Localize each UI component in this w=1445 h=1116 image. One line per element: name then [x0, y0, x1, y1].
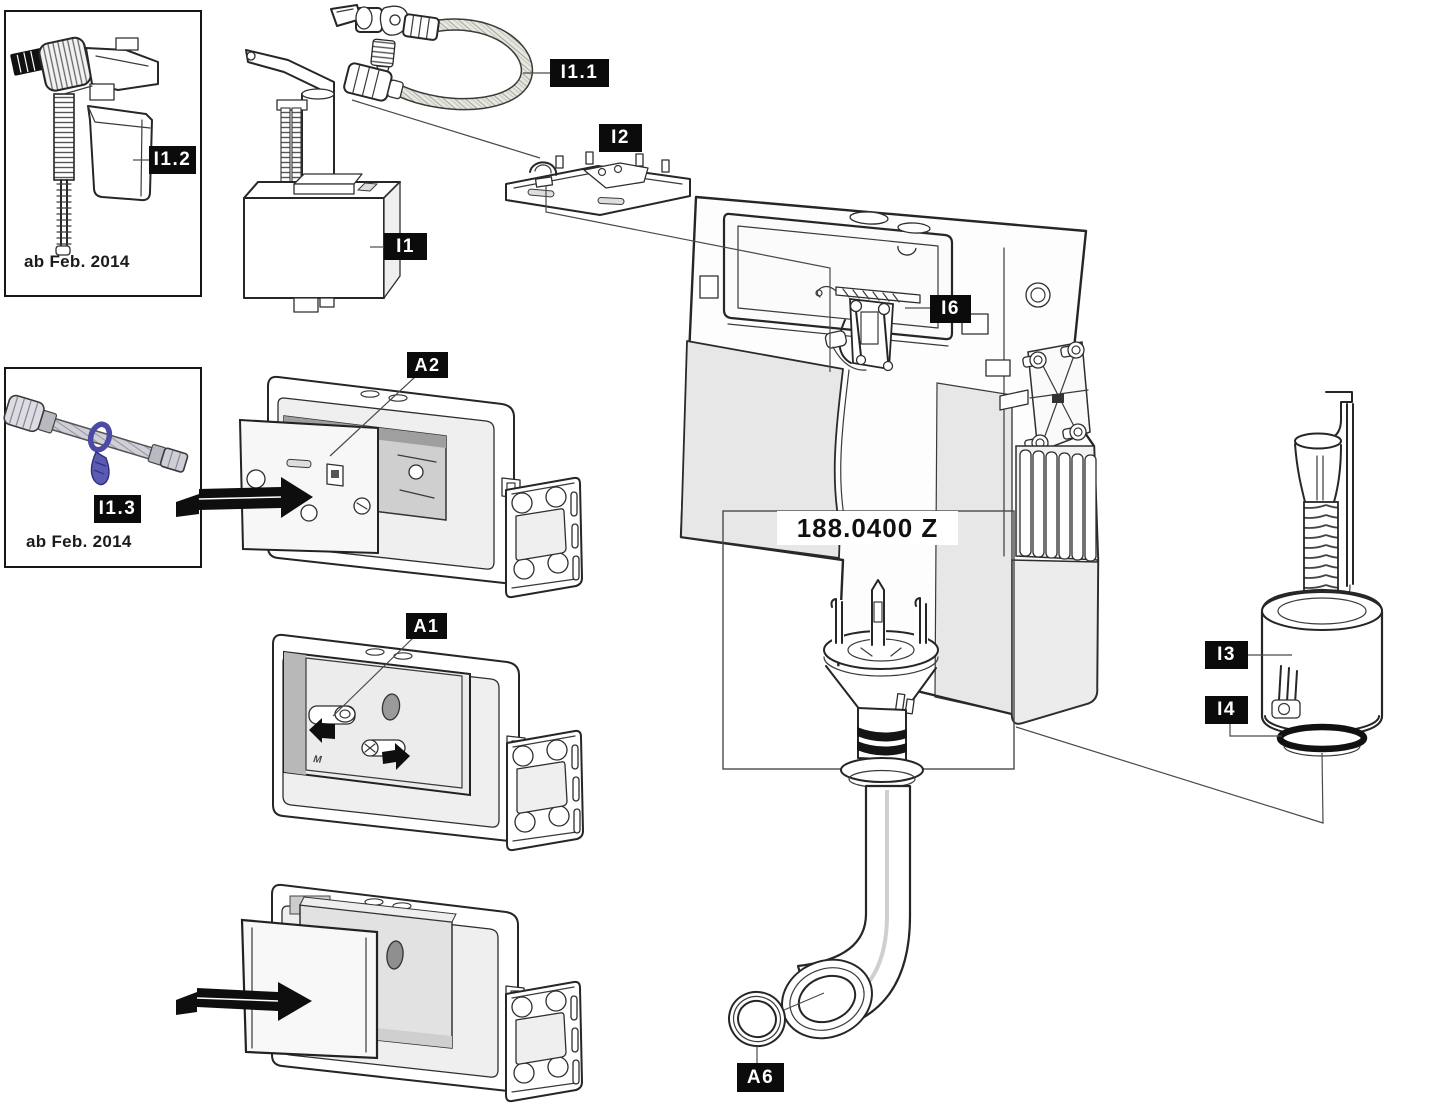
inlet-hose-i13-art [3, 394, 189, 486]
date-note-hose: ab Feb. 2014 [26, 532, 132, 551]
fill-valve-i1-art [243, 4, 534, 313]
flush-lever-i6-art [815, 285, 921, 372]
part-badge-i2: I2 [599, 124, 642, 152]
part-badge-i1-2: I1.2 [149, 146, 196, 174]
part-badge-i4: I4 [1205, 696, 1248, 724]
cistern-art [679, 195, 1100, 725]
fill-valve-i12-art [10, 36, 159, 256]
flush-valve-i3-art [1260, 391, 1384, 757]
molded-mark-m: M [313, 754, 323, 766]
wall-unit-a2-art [176, 375, 583, 599]
part-badge-i6: I6 [930, 295, 971, 323]
arrow-right-icon [382, 743, 410, 770]
flush-pipe-art [781, 579, 939, 1040]
arrow-left-icon [309, 718, 335, 743]
wall-unit-a1-art: M [272, 633, 584, 852]
part-badge-a2: A2 [407, 352, 448, 378]
cover-plate-art [240, 918, 379, 1060]
model-number-label: 188.0400 Z [777, 511, 958, 545]
insert-arrow-cover [197, 982, 312, 1021]
part-badge-a6: A6 [737, 1063, 784, 1092]
part-badge-a1: A1 [406, 613, 447, 639]
valve-seal-art [1276, 723, 1368, 753]
part-badge-i1-3: I1.3 [94, 495, 141, 523]
wall-unit-cover-art [176, 883, 583, 1103]
part-badge-i3: I3 [1205, 641, 1248, 669]
mounting-tray-i2-art [505, 151, 691, 216]
hose-clip-blue [87, 421, 113, 486]
leader-lines [133, 72, 1324, 1063]
valve-clip-i4-art [1278, 665, 1298, 705]
part-badge-i1-1: I1.1 [550, 59, 609, 87]
part-badge-i1: I1 [384, 233, 427, 260]
date-note-fill-valve: ab Feb. 2014 [24, 252, 130, 271]
pipe-mouth [781, 958, 873, 1040]
seal-ring-a6-art [728, 990, 786, 1048]
hose-clip-art [529, 161, 558, 176]
